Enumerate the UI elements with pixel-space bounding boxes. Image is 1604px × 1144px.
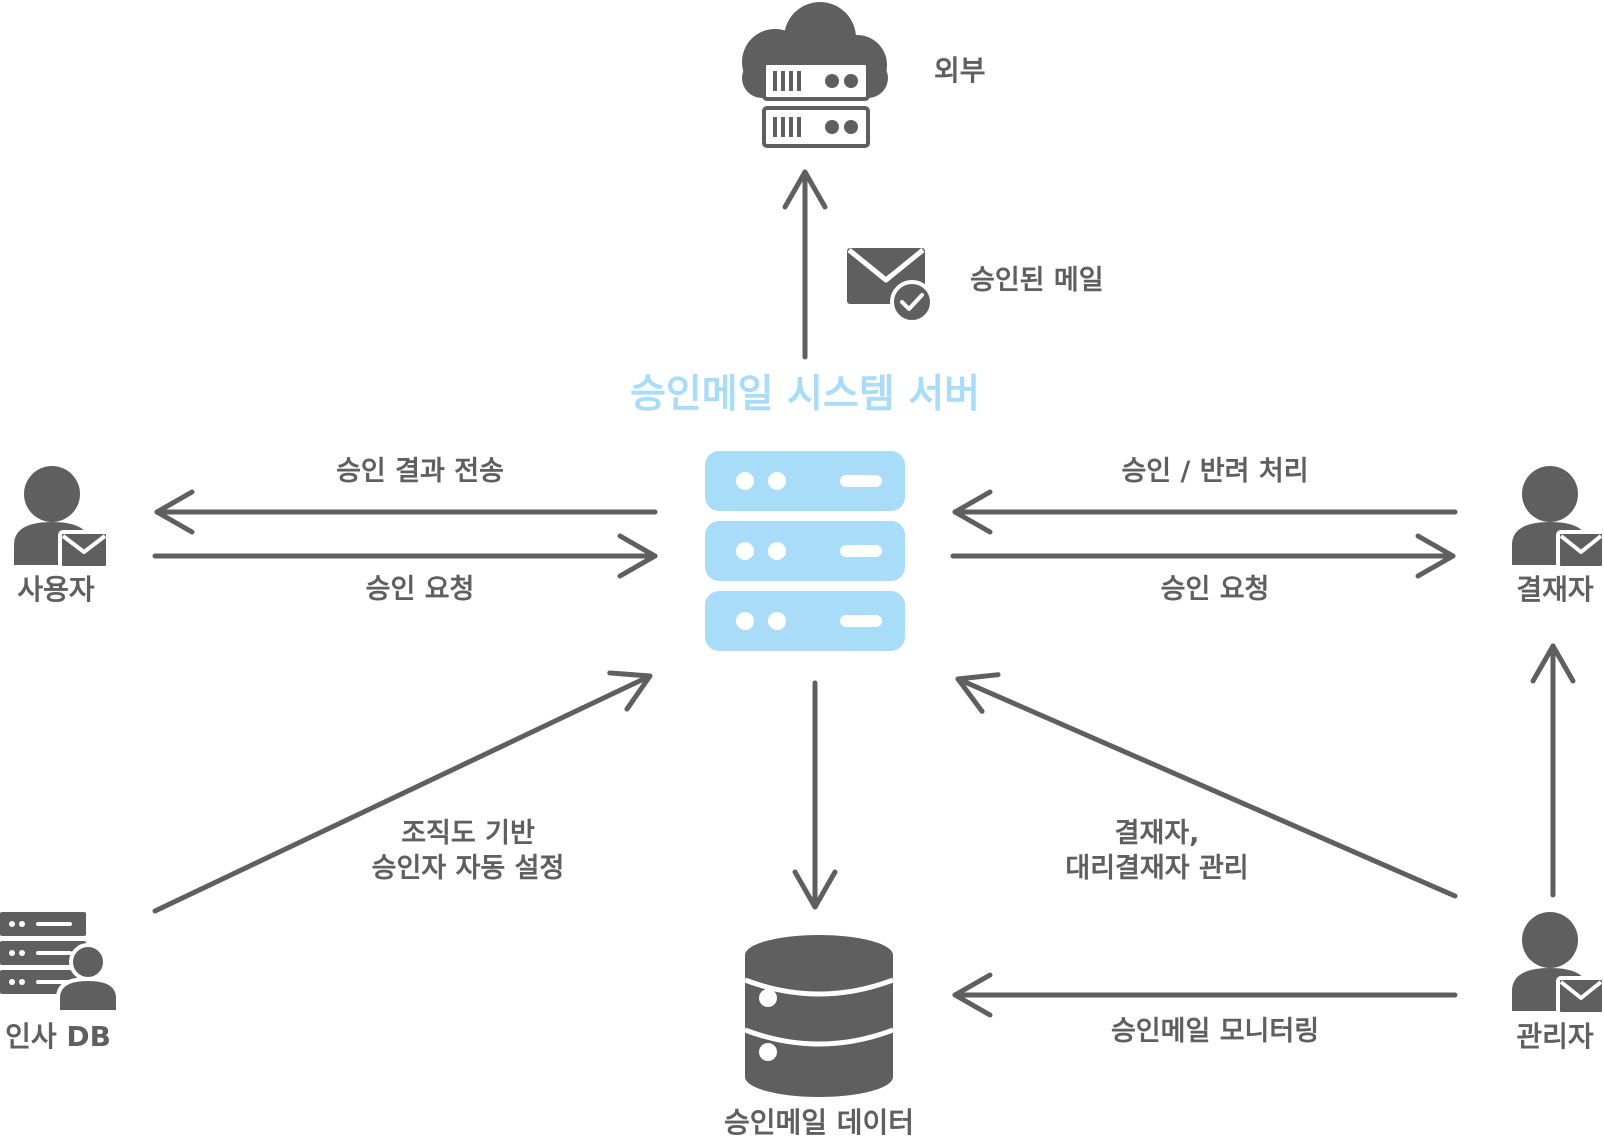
database-label: 승인메일 데이터 — [723, 1106, 915, 1139]
org-chart-label-line1: 조직도 기반 — [401, 818, 535, 849]
hr-db-label: 인사 DB — [5, 1020, 111, 1053]
approver-manage-label-line1: 결재자, — [1114, 818, 1200, 849]
cloud-server-icon — [742, 2, 888, 148]
server-user-icon — [0, 912, 120, 1014]
approved-mail-label: 승인된 메일 — [970, 265, 1104, 296]
request-from-user-label: 승인 요청 — [365, 574, 475, 605]
database-icon — [744, 935, 894, 1097]
user-mail-icon — [14, 466, 110, 570]
approve-reject-label: 승인 / 반려 처리 — [1121, 456, 1309, 487]
org-chart-label-line2: 승인자 자동 설정 — [371, 853, 565, 884]
arrow-hrdb-to-server — [152, 670, 653, 914]
user-mail-icon — [1512, 912, 1604, 1016]
request-to-approver-label: 승인 요청 — [1160, 574, 1270, 605]
arrow-admin-to-server — [955, 672, 1458, 899]
external-label: 외부 — [934, 54, 986, 87]
user-mail-icon — [1512, 466, 1604, 570]
approver-manage-label-line2: 대리결재자 관리 — [1065, 853, 1249, 884]
user-label: 사용자 — [17, 573, 95, 606]
mail-check-icon — [847, 248, 934, 324]
approver-label: 결재자 — [1516, 573, 1594, 606]
result-to-user-label: 승인 결과 전송 — [336, 456, 504, 487]
admin-label: 관리자 — [1516, 1020, 1594, 1053]
monitoring-label: 승인메일 모니터링 — [1110, 1016, 1320, 1047]
server-title: 승인메일 시스템 서버 — [629, 372, 981, 417]
server-stack-icon — [705, 451, 905, 651]
